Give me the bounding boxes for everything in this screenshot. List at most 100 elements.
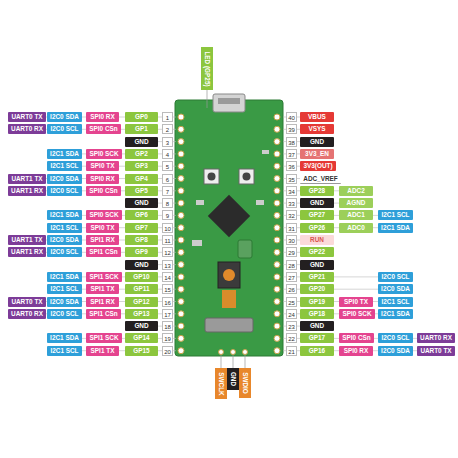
uart-tag: UART0 TX [417, 346, 455, 356]
ground-tag: GND [300, 137, 334, 147]
pin-number: 19 [162, 333, 173, 343]
pin-number: 6 [162, 174, 173, 184]
spi-tag: SPI0 RX [86, 112, 119, 122]
spi-tag: SPI0 TX [86, 223, 119, 233]
pin-number: 8 [162, 198, 173, 208]
spi-tag: SPI0 SCK [86, 210, 122, 220]
gpio-tag: GP14 [125, 333, 158, 343]
i2c-tag: I2C0 SCL [47, 124, 82, 134]
pin-number: 34 [286, 186, 297, 196]
gpio-tag: GP6 [125, 210, 158, 220]
gpio-tag: GP13 [125, 309, 158, 319]
signal-name: SWCLK [216, 372, 226, 395]
pin-number: 22 [286, 333, 297, 343]
gpio-tag: GP22 [300, 247, 334, 257]
pin-number: 31 [286, 223, 297, 233]
gpio-tag: GP8 [125, 235, 158, 245]
spi-tag: SPI1 SCK [86, 333, 122, 343]
adc-tag: ADC0 [339, 223, 373, 233]
spi-tag: SPI0 TX [86, 161, 119, 171]
pin-number: 32 [286, 210, 297, 220]
ground-tag: GND [300, 198, 334, 208]
spi-tag: SPI1 TX [86, 284, 119, 294]
uart-tag: UART0 RX [8, 124, 46, 134]
uart-tag: UART1 RX [8, 186, 46, 196]
debug-tag: SWCLK [215, 368, 227, 399]
pin-number: 39 [286, 124, 297, 134]
i2c-tag: I2C0 SCL [378, 333, 413, 343]
i2c-tag: I2C1 SCL [47, 161, 82, 171]
i2c-tag: I2C0 SDA [378, 346, 413, 356]
adc-tag: ADC2 [339, 186, 373, 196]
i2c-tag: I2C1 SDA [47, 333, 82, 343]
pin-number: 12 [162, 247, 173, 257]
ground-tag: GND [125, 321, 158, 331]
vref-tag: ADC_VREF [300, 174, 341, 184]
pin-number: 36 [286, 161, 297, 171]
pin-number: 21 [286, 346, 297, 356]
adc-tag: ADC1 [339, 210, 373, 220]
gpio-tag: GP20 [300, 284, 334, 294]
pin-number: 35 [286, 174, 297, 184]
pin-number: 20 [162, 346, 173, 356]
pin-number: 16 [162, 297, 173, 307]
pin-number: 17 [162, 309, 173, 319]
gpio-tag: GP2 [125, 149, 158, 159]
gpio-tag: GP19 [300, 297, 334, 307]
gpio-tag: GP27 [300, 210, 334, 220]
pin-number: 9 [162, 210, 173, 220]
i2c-tag: I2C1 SCL [47, 346, 82, 356]
ground-tag: GND [125, 260, 158, 270]
i2c-tag: I2C1 SDA [47, 149, 82, 159]
uart-tag: UART0 TX [8, 297, 46, 307]
ground-tag: GND [227, 368, 239, 390]
pin-number: 4 [162, 149, 173, 159]
signal-name: LED (GP25) [202, 51, 212, 86]
run-tag: RUN [300, 235, 334, 245]
pin-number: 23 [286, 321, 297, 331]
spi-tag: SPI0 RX [86, 174, 119, 184]
gpio-tag: GP3 [125, 161, 158, 171]
spi-tag: SPI0 CSn [86, 124, 121, 134]
power-tag: VBUS [300, 112, 334, 122]
i2c-tag: I2C1 SCL [378, 297, 413, 307]
gpio-tag: GP15 [125, 346, 158, 356]
pin-number: 1 [162, 112, 173, 122]
gpio-tag: LED (GP25) [201, 47, 213, 90]
i2c-tag: I2C1 SCL [47, 284, 82, 294]
pin-number: 28 [286, 260, 297, 270]
i2c-tag: I2C0 SCL [378, 272, 413, 282]
gpio-tag: GP1 [125, 124, 158, 134]
ground-tag: GND [300, 321, 334, 331]
pin-number: 10 [162, 223, 173, 233]
spi-tag: SPI1 RX [86, 297, 119, 307]
pin-number: 7 [162, 186, 173, 196]
pin-number: 5 [162, 161, 173, 171]
pin-number: 38 [286, 137, 297, 147]
uart-tag: UART1 TX [8, 174, 46, 184]
pin-number: 25 [286, 297, 297, 307]
gpio-tag: GP18 [300, 309, 334, 319]
adc-tag: AGND [339, 198, 373, 208]
i2c-tag: I2C1 SDA [47, 272, 82, 282]
i2c-tag: I2C1 SDA [47, 210, 82, 220]
debug-tag: SWDIO [239, 368, 251, 398]
gpio-tag: GP7 [125, 223, 158, 233]
i2c-tag: I2C0 SDA [47, 235, 82, 245]
uart-tag: UART0 RX [417, 333, 455, 343]
pin-number: 3 [162, 137, 173, 147]
spi-tag: SPI0 SCK [339, 309, 375, 319]
enable-tag: 3V3_EN [300, 149, 334, 159]
pin-number: 33 [286, 198, 297, 208]
gpio-tag: GP21 [300, 272, 334, 282]
uart-tag: UART1 TX [8, 235, 46, 245]
pin-number: 37 [286, 149, 297, 159]
ground-tag: GND [125, 198, 158, 208]
spi-tag: SPI0 SCK [86, 149, 122, 159]
i2c-tag: I2C1 SCL [47, 223, 82, 233]
power-tag: 3V3(OUT) [300, 161, 336, 171]
pin-number: 24 [286, 309, 297, 319]
i2c-tag: I2C0 SDA [47, 297, 82, 307]
i2c-tag: I2C0 SDA [378, 284, 413, 294]
